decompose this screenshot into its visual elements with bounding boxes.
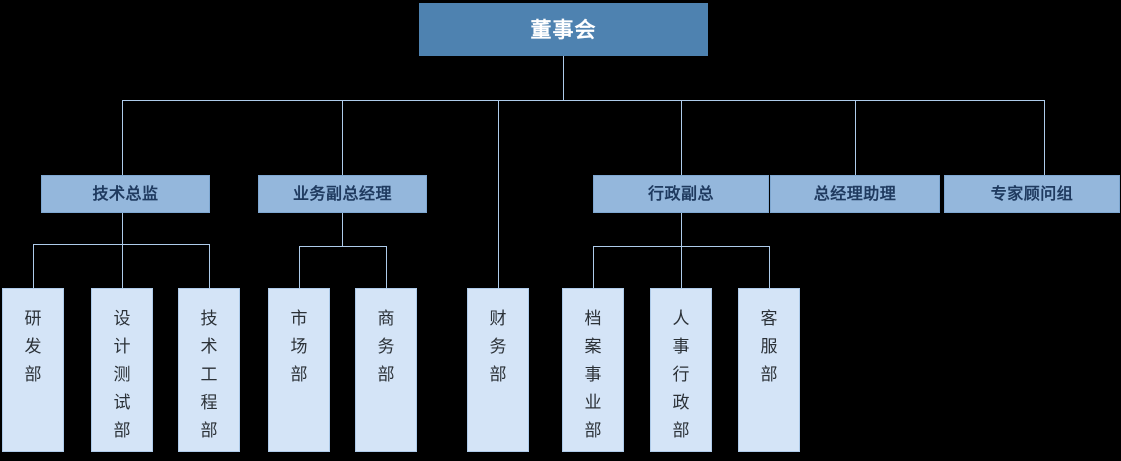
connector-sub-tech-director-drop-0 (33, 244, 34, 288)
connector-drop-expert-advisory (1044, 100, 1045, 175)
node-gm-assistant-label: 总经理助理 (813, 184, 897, 203)
connector-sub-admin-vp-drop-0 (593, 246, 594, 288)
connector-sub-admin-vp-drop-2 (769, 246, 770, 288)
node-tech-eng-dept-label: 技 术 工 程 部 (200, 309, 218, 441)
node-expert-advisory[interactable]: 专家顾问组 (944, 175, 1120, 213)
node-commerce-dept-label: 商 务 部 (377, 309, 395, 385)
node-business-vp[interactable]: 业务副总经理 (258, 175, 427, 213)
connector-sub-tech-director-drop-2 (209, 244, 210, 288)
node-gm-assistant[interactable]: 总经理助理 (770, 175, 940, 213)
node-marketing-dept-label: 市 场 部 (290, 309, 308, 385)
connector-drop-admin-vp (681, 100, 682, 175)
connector-sub-tech-director-stem (122, 213, 123, 244)
node-finance-dept-label: 财 务 部 (489, 309, 507, 385)
node-board-of-directors[interactable]: 董事会 (419, 3, 708, 56)
node-tech-eng-dept[interactable]: 技 术 工 程 部 (178, 288, 240, 452)
node-admin-vp-label: 行政副总 (647, 184, 714, 203)
connector-root-stem (563, 56, 564, 100)
node-marketing-dept[interactable]: 市 场 部 (268, 288, 330, 452)
connector-drop-finance-dept (498, 100, 499, 288)
node-support-dept[interactable]: 客 服 部 (738, 288, 800, 452)
node-finance-dept[interactable]: 财 务 部 (467, 288, 529, 452)
node-business-vp-label: 业务副总经理 (292, 184, 392, 203)
node-rnd-dept[interactable]: 研 发 部 (2, 288, 64, 452)
connector-sub-admin-vp-stem (681, 213, 682, 246)
connector-sub-business-vp-drop-0 (299, 246, 300, 288)
node-rnd-dept-label: 研 发 部 (24, 309, 42, 385)
node-expert-advisory-label: 专家顾问组 (990, 184, 1074, 203)
connector-sub-tech-director-drop-1 (122, 244, 123, 288)
connector-drop-tech-director (122, 100, 123, 175)
node-archives-div-label: 档 案 事 业 部 (584, 309, 602, 441)
node-board-of-directors-label: 董事会 (530, 17, 597, 42)
node-support-dept-label: 客 服 部 (760, 309, 778, 385)
connector-sub-admin-vp-drop-1 (681, 246, 682, 288)
connector-sub-business-vp-stem (342, 213, 343, 246)
node-commerce-dept[interactable]: 商 务 部 (355, 288, 417, 452)
connector-drop-gm-assistant (855, 100, 856, 175)
node-design-test-dept-label: 设 计 测 试 部 (113, 309, 131, 441)
node-archives-div[interactable]: 档 案 事 业 部 (562, 288, 624, 452)
node-tech-director[interactable]: 技术总监 (41, 175, 210, 213)
node-tech-director-label: 技术总监 (92, 184, 159, 203)
node-hr-admin-dept-label: 人 事 行 政 部 (672, 309, 690, 441)
connector-drop-business-vp (342, 100, 343, 175)
connector-sub-business-vp-bus (299, 246, 386, 247)
node-admin-vp[interactable]: 行政副总 (593, 175, 769, 213)
node-hr-admin-dept[interactable]: 人 事 行 政 部 (650, 288, 712, 452)
node-design-test-dept[interactable]: 设 计 测 试 部 (91, 288, 153, 452)
connector-main-bus (122, 100, 1045, 101)
connector-sub-business-vp-drop-1 (386, 246, 387, 288)
connector-sub-tech-director-bus (33, 244, 209, 245)
